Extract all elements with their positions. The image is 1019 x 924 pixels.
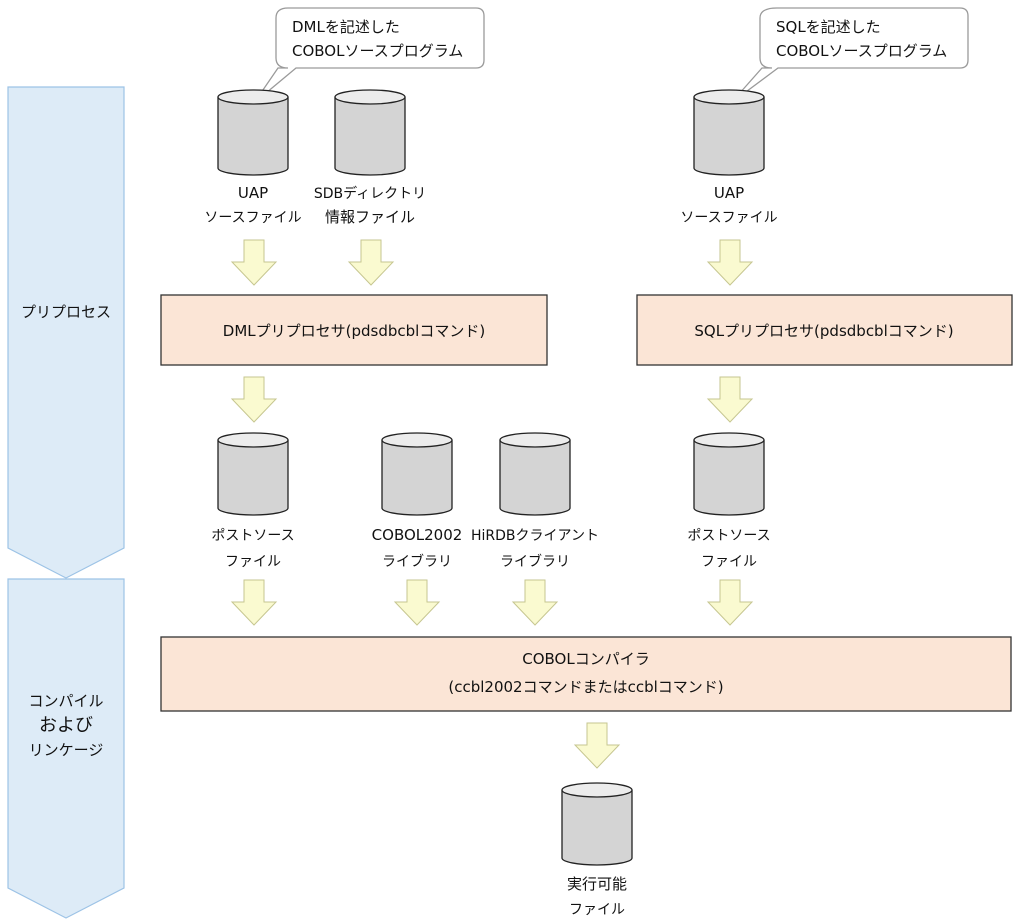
uap-source-right-line1: UAP bbox=[714, 184, 744, 202]
phase-compile-label-line3: リンケージ bbox=[29, 741, 104, 759]
sdb-dir-line2: 情報ファイル bbox=[325, 208, 415, 226]
post-source-file-right: ポストソース ファイル bbox=[687, 432, 771, 570]
uap-source-file-right: UAP ソースファイル bbox=[680, 89, 778, 226]
arrow-down-icon bbox=[230, 239, 278, 286]
sdb-dir-line1: SDBディレクトリ bbox=[314, 185, 426, 202]
arrow-down-icon bbox=[230, 376, 278, 423]
uap-source-file-left: UAP ソースファイル bbox=[204, 89, 302, 226]
arrow-down-icon bbox=[511, 579, 559, 626]
callout-sql-line2: COBOLソースプログラム bbox=[776, 42, 947, 60]
sdb-directory-info-file: SDBディレクトリ 情報ファイル bbox=[314, 89, 426, 226]
cobol-compiler-label-line1: COBOLコンパイラ bbox=[522, 650, 649, 668]
phase-preprocess: プリプロセス bbox=[7, 86, 125, 579]
phase-compile-label-line2: および bbox=[39, 715, 93, 736]
arrow-down-icon bbox=[393, 579, 441, 626]
arrow-down-icon bbox=[347, 239, 395, 286]
executable-line1: 実行可能 bbox=[567, 875, 627, 893]
executable-line2: ファイル bbox=[569, 902, 625, 918]
hirdb-lib-line2: ライブラリ bbox=[500, 553, 570, 570]
hirdb-lib-line1: HiRDBクライアント bbox=[471, 528, 599, 544]
post-source-right-line2: ファイル bbox=[701, 554, 757, 570]
cobol2002-library: COBOL2002 ライブラリ bbox=[372, 432, 463, 570]
cobol-compiler-box: COBOLコンパイラ (ccbl2002コマンドまたはccblコマンド) bbox=[160, 636, 1012, 712]
callout-dml-line2: COBOLソースプログラム bbox=[292, 42, 463, 60]
arrow-down-icon bbox=[706, 376, 754, 423]
cobol2002-lib-line1: COBOL2002 bbox=[372, 526, 463, 544]
callout-sql-source: SQLを記述した COBOLソースプログラム bbox=[730, 7, 969, 104]
phase-compile-label-line1: コンパイル bbox=[28, 692, 103, 710]
arrow-down-icon bbox=[573, 722, 621, 769]
arrow-down-icon bbox=[230, 579, 278, 626]
post-source-left-line1: ポストソース bbox=[211, 528, 294, 544]
phase-preprocess-label: プリプロセス bbox=[21, 303, 111, 321]
post-source-file-left: ポストソース ファイル bbox=[211, 432, 295, 570]
sql-preprocessor-label: SQLプリプロセサ(pdsdbcblコマンド) bbox=[694, 322, 953, 340]
post-source-right-line1: ポストソース bbox=[687, 528, 770, 544]
callout-sql-line1: SQLを記述した bbox=[776, 18, 881, 36]
callout-dml-source: DMLを記述した COBOLソースプログラム bbox=[253, 7, 485, 104]
hirdb-client-library: HiRDBクライアント ライブラリ bbox=[471, 432, 599, 570]
cobol2002-lib-line2: ライブラリ bbox=[382, 553, 452, 570]
uap-source-right-line2: ソースファイル bbox=[680, 210, 777, 226]
dml-preprocessor-box: DMLプリプロセサ(pdsdbcblコマンド) bbox=[160, 294, 548, 366]
cobol-compiler-label-line2: (ccbl2002コマンドまたはccblコマンド) bbox=[448, 678, 723, 696]
post-source-left-line2: ファイル bbox=[225, 554, 281, 570]
uap-source-left-line2: ソースファイル bbox=[204, 210, 301, 226]
arrow-down-icon bbox=[706, 239, 754, 286]
dml-preprocessor-label: DMLプリプロセサ(pdsdbcblコマンド) bbox=[223, 322, 485, 340]
callout-dml-line1: DMLを記述した bbox=[292, 18, 400, 36]
phase-compile-linkage: コンパイル および リンケージ bbox=[7, 578, 125, 919]
arrow-down-icon bbox=[706, 579, 754, 626]
executable-file: 実行可能 ファイル bbox=[561, 782, 633, 918]
uap-source-left-line1: UAP bbox=[238, 184, 268, 202]
sql-preprocessor-box: SQLプリプロセサ(pdsdbcblコマンド) bbox=[636, 294, 1013, 366]
